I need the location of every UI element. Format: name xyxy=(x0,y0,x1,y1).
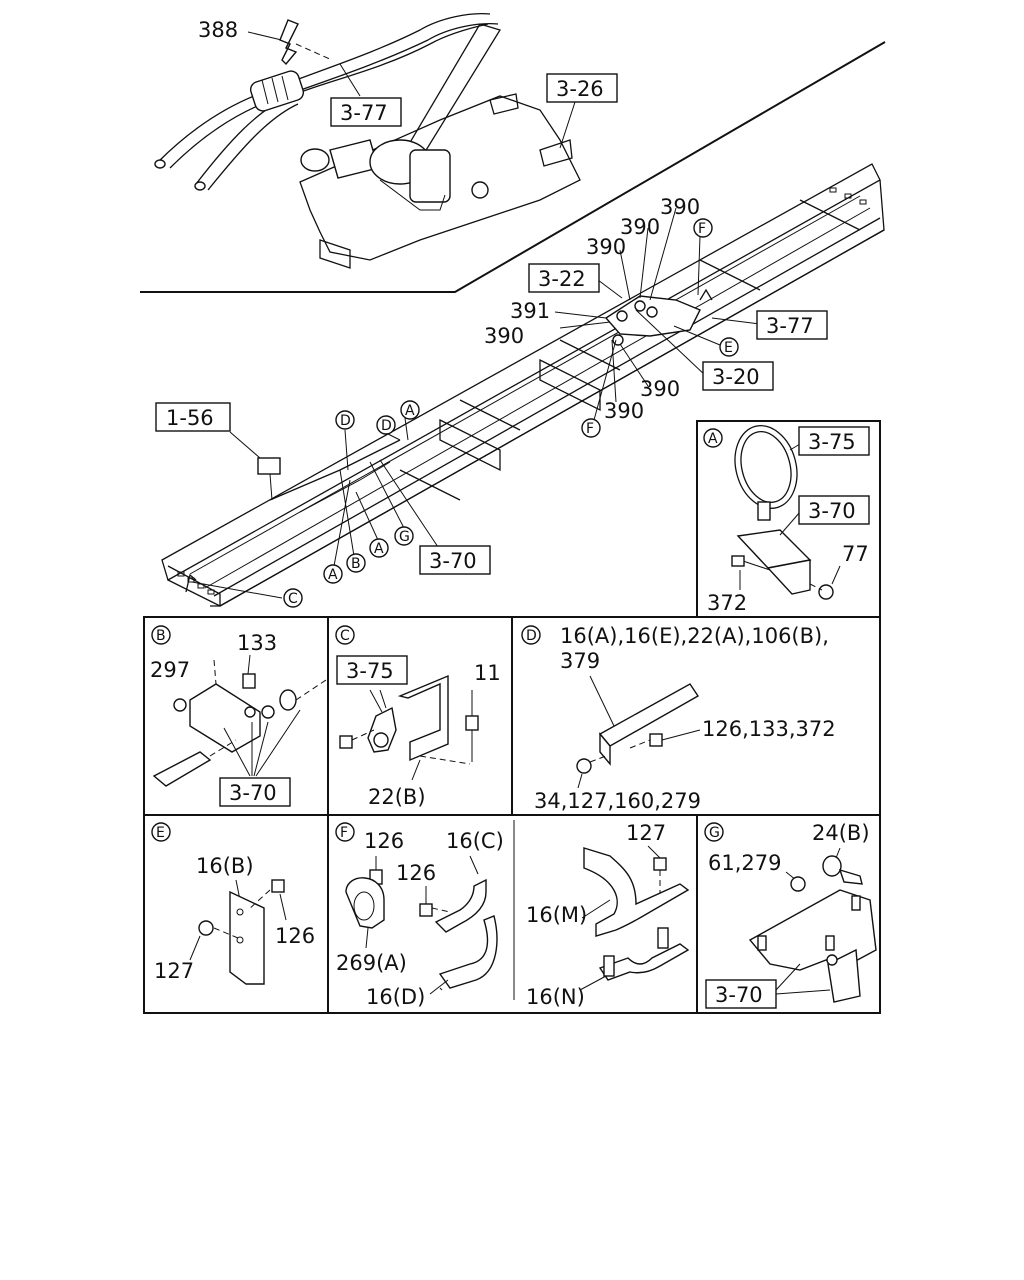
panel-F-label-269a: 269(A) xyxy=(336,951,407,975)
svg-text:G: G xyxy=(399,529,410,545)
ref-3-77-top: 3-77 xyxy=(340,101,388,125)
ref-box-3-20 xyxy=(702,361,774,391)
label-388: 388 xyxy=(198,18,238,42)
panel-C: C 3-75 11 22(B) xyxy=(335,625,501,809)
svg-text:A: A xyxy=(328,567,338,583)
callout-G: G xyxy=(394,526,414,546)
chassis-frame xyxy=(161,163,885,607)
panel-C-label-11: 11 xyxy=(474,661,501,685)
ref-3-22: 3-22 xyxy=(538,267,586,291)
panel-A-tag: A xyxy=(708,431,718,447)
callout-A-lower-left: A xyxy=(323,564,343,584)
panel-D-tag: D xyxy=(526,628,537,644)
callout-F-bottom: F xyxy=(581,418,601,438)
panel-G-label-61: 61,279 xyxy=(708,851,781,875)
panel-E-label-16b: 16(B) xyxy=(196,854,254,878)
ref-box-1-56 xyxy=(155,402,231,432)
label-390-a: 390 xyxy=(660,195,700,219)
panel-A-label-77: 77 xyxy=(842,542,869,566)
panel-C-tag: C xyxy=(340,628,350,644)
panel-MN-label-127: 127 xyxy=(626,821,666,845)
ref-3-26: 3-26 xyxy=(556,77,604,101)
panel-F-label-126b: 126 xyxy=(396,861,436,885)
panel-D-label-34: 34,127,160,279 xyxy=(534,789,701,813)
callout-A-top: A xyxy=(400,400,420,420)
panel-E-label-127: 127 xyxy=(154,959,194,983)
panel-D-line1: 16(A),16(E),22(A),106(B), xyxy=(560,624,829,648)
panel-A-ref-3-70: 3-70 xyxy=(808,499,856,523)
panel-G-ref-box-3-70 xyxy=(705,979,777,1009)
ref-box-3-77-top xyxy=(330,97,402,127)
svg-text:A: A xyxy=(374,541,384,557)
panel-MN-label-16m: 16(M) xyxy=(526,903,587,927)
callout-B: B xyxy=(346,553,366,573)
ref-box-3-22 xyxy=(528,263,600,293)
ref-box-3-70-main xyxy=(419,545,491,575)
svg-text:D: D xyxy=(340,413,351,429)
callout-C: C xyxy=(283,588,303,608)
top-inset: 388 3-77 3-26 xyxy=(140,12,886,293)
label-390-d: 390 xyxy=(484,324,524,348)
svg-text:E: E xyxy=(724,340,733,356)
ref-3-20: 3-20 xyxy=(712,365,760,389)
panel-B-ref-3-70: 3-70 xyxy=(229,781,277,805)
panel-F-label-126a: 126 xyxy=(364,829,404,853)
panel-A-ref-3-75: 3-75 xyxy=(808,430,856,454)
panel-MN-label-16n: 16(N) xyxy=(526,985,585,1009)
ref-3-77-main: 3-77 xyxy=(766,314,814,338)
ref-3-70-main: 3-70 xyxy=(429,549,477,573)
panel-G-ref-3-70: 3-70 xyxy=(715,983,763,1007)
callout-F-top: F xyxy=(693,218,713,238)
panel-D-line2: 379 xyxy=(560,649,600,673)
panel-A-ref-box-3-75 xyxy=(798,426,870,456)
label-390-b: 390 xyxy=(620,215,660,239)
label-390-e: 390 xyxy=(640,377,680,401)
panel-A-ref-box-3-70 xyxy=(798,495,870,525)
panel-G-tag: G xyxy=(709,825,720,841)
panel-G-label-24b: 24(B) xyxy=(812,821,870,845)
svg-text:A: A xyxy=(405,403,415,419)
callout-D-right: D xyxy=(376,415,396,435)
panel-F-tag: F xyxy=(340,825,348,841)
panel-B-label-297: 297 xyxy=(150,658,190,682)
svg-text:B: B xyxy=(351,556,361,572)
callout-D-left: D xyxy=(335,410,355,430)
panel-MN: 127 16(M) 16(N) xyxy=(513,820,690,1009)
panel-C-ref-3-75: 3-75 xyxy=(346,659,394,683)
label-390-c: 390 xyxy=(586,235,626,259)
svg-text:C: C xyxy=(288,591,298,607)
panel-F: F 126 126 16(C) 269(A) 16(D) xyxy=(335,822,504,1009)
panel-F-label-16c: 16(C) xyxy=(446,829,504,853)
panel-F-label-16d: 16(D) xyxy=(366,985,425,1009)
panel-D-label-126: 126,133,372 xyxy=(702,717,836,741)
callout-A-lower-right: A xyxy=(369,538,389,558)
svg-text:F: F xyxy=(698,221,706,237)
panel-A-label-372: 372 xyxy=(707,591,747,615)
panel-E-label-126: 126 xyxy=(275,924,315,948)
panel-B-ref-box-3-70 xyxy=(219,777,291,807)
panel-C-ref-box-3-75 xyxy=(336,655,408,685)
callout-E: E xyxy=(719,337,739,357)
panel-E-tag: E xyxy=(156,825,165,841)
panel-D: D 16(A),16(E),22(A),106(B), 379 126,133,… xyxy=(521,624,836,813)
panel-B: B 133 297 3-70 xyxy=(150,625,327,807)
panel-C-label-22b: 22(B) xyxy=(368,785,426,809)
panel-borders xyxy=(143,420,881,1014)
svg-text:D: D xyxy=(381,418,392,434)
panel-A: A 3-75 3-70 77 372 xyxy=(703,425,870,615)
label-390-f: 390 xyxy=(604,399,644,423)
ref-box-3-26 xyxy=(546,73,618,103)
main-leaders xyxy=(191,207,761,599)
panel-B-tag: B xyxy=(156,628,166,644)
label-391: 391 xyxy=(510,299,550,323)
svg-text:F: F xyxy=(586,421,594,437)
panel-G: G 24(B) 61,279 3-70 xyxy=(704,821,877,1009)
ref-1-56: 1-56 xyxy=(166,406,214,430)
ref-box-3-77-main xyxy=(756,310,828,340)
panel-E: E 16(B) 126 127 xyxy=(151,822,315,985)
panel-B-label-133: 133 xyxy=(237,631,277,655)
